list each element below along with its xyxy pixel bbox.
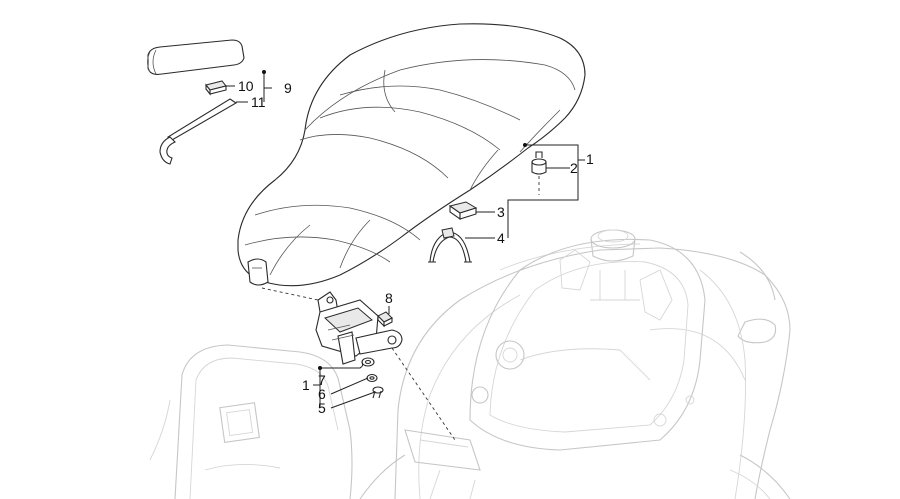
spanner-wrench bbox=[159, 98, 238, 165]
callout-5: 5 bbox=[318, 400, 326, 416]
hinge-washer bbox=[361, 357, 375, 367]
seat-hook bbox=[428, 227, 472, 263]
seat-hinge bbox=[315, 291, 403, 365]
rubber-buffer bbox=[531, 151, 547, 175]
callout-1-hinge: 1 bbox=[302, 377, 310, 393]
callout-1-seat: 1 bbox=[586, 151, 594, 167]
seat bbox=[237, 23, 586, 287]
callout-labels: 1 2 3 4 5 6 7 1 8 9 10 11 bbox=[238, 78, 594, 416]
callout-7: 7 bbox=[318, 372, 326, 388]
callout-6: 6 bbox=[318, 386, 326, 402]
leader-lines bbox=[226, 72, 585, 409]
fuse-tool bbox=[205, 80, 227, 96]
callout-2: 2 bbox=[570, 160, 578, 176]
hinge-spacer bbox=[366, 373, 378, 383]
seat-block bbox=[448, 201, 478, 221]
callout-8: 8 bbox=[385, 290, 393, 306]
callout-11: 11 bbox=[251, 94, 266, 110]
assembly-lines bbox=[261, 176, 540, 441]
callout-10: 10 bbox=[238, 78, 254, 94]
callout-9: 9 bbox=[284, 80, 292, 96]
scooter-body-outline bbox=[149, 229, 791, 499]
hinge-nut bbox=[377, 311, 393, 328]
callout-3: 3 bbox=[497, 204, 505, 220]
leader-dots bbox=[262, 70, 527, 370]
callout-4: 4 bbox=[497, 230, 505, 246]
tool-pouch bbox=[147, 39, 245, 75]
